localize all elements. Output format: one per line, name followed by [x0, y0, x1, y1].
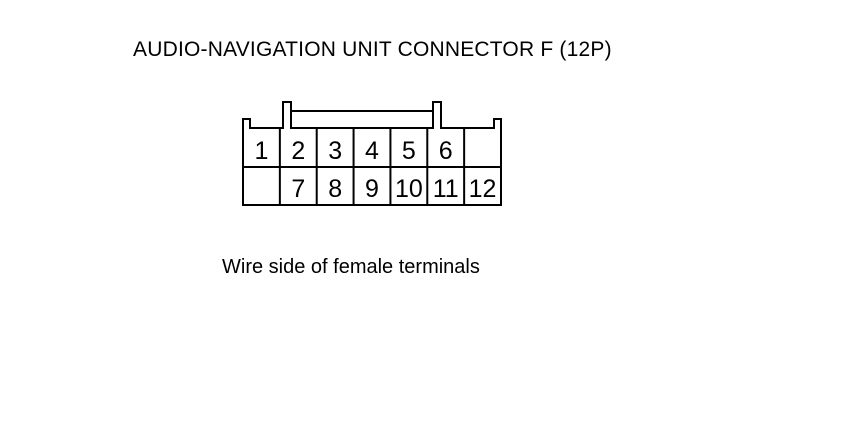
pin-label-10: 10: [395, 175, 423, 203]
pin-label-9: 9: [365, 175, 379, 203]
pin-label-5: 5: [402, 137, 416, 165]
pin-label-2: 2: [291, 137, 305, 165]
pin-label-11: 11: [433, 175, 459, 203]
pin-label-6: 6: [439, 137, 453, 165]
diagram-title: AUDIO-NAVIGATION UNIT CONNECTOR F (12P): [133, 38, 612, 61]
pin-label-8: 8: [328, 175, 342, 203]
connector-housing: [242, 101, 502, 206]
diagram-caption: Wire side of female terminals: [222, 256, 480, 278]
pin-label-7: 7: [291, 175, 305, 203]
pin-label-12: 12: [469, 175, 497, 203]
pin-label-4: 4: [365, 137, 379, 165]
pin-label-1: 1: [254, 137, 268, 165]
pin-label-3: 3: [328, 137, 342, 165]
